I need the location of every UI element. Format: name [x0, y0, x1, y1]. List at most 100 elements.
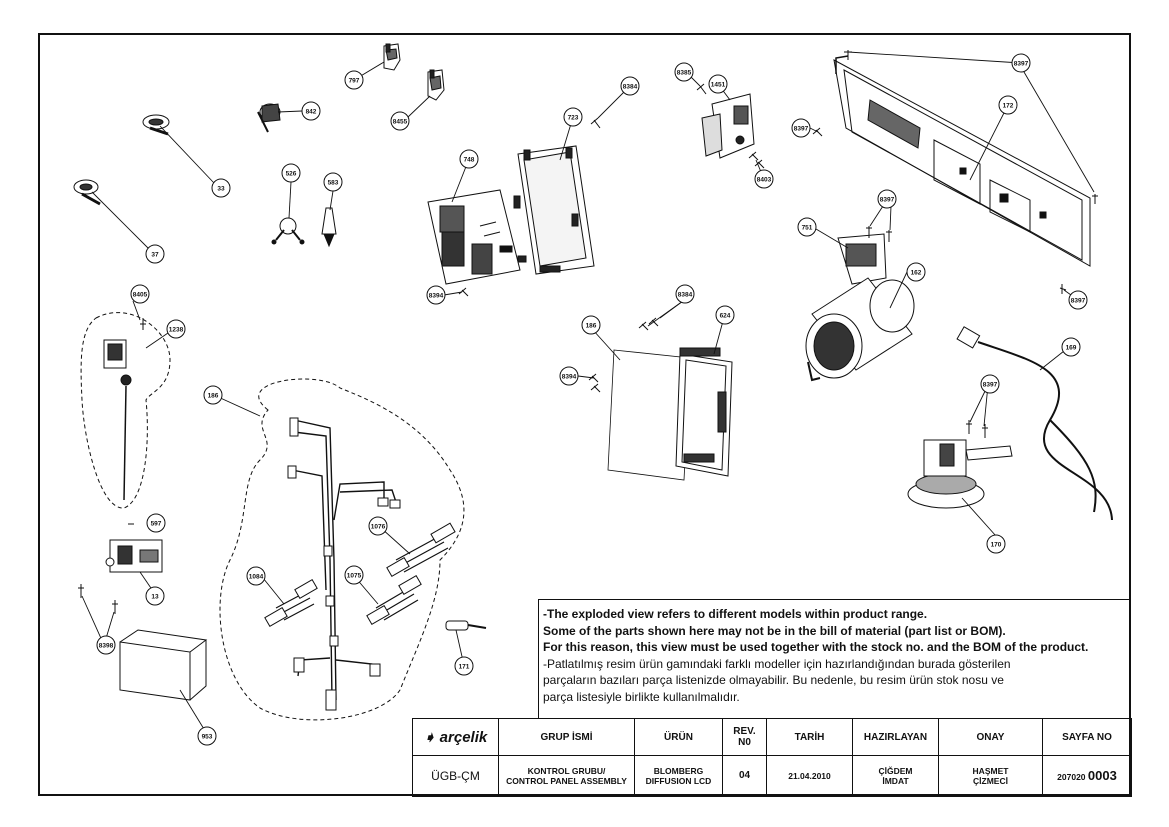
title-block-value-row: ÜGB-ÇM KONTROL GRUBU/CONTROL PANEL ASSEM…: [412, 755, 1132, 797]
part-723-display-board: [513, 145, 595, 275]
drawing-notes: -The exploded view refers to different m…: [538, 599, 1131, 718]
callout-1084: 1084: [246, 566, 266, 586]
title-block-header-row: ➧ arçelik GRUP İSMİ ÜRÜN REV.N0 TARİH HA…: [412, 718, 1132, 756]
callout-8405: 8405: [130, 284, 150, 304]
part-186-insulation-sheet: [607, 349, 691, 481]
callout-1451: 1451: [708, 74, 728, 94]
part-624-board: [675, 347, 733, 477]
callout-label: 953: [202, 734, 213, 741]
callout-8397-right: 8397: [1068, 290, 1088, 310]
callout-label: 8384: [623, 84, 638, 91]
part-842-clamp: [257, 103, 281, 133]
value-line: KONTROL GRUBU/: [527, 766, 606, 776]
value-line: DIFFUSION LCD: [645, 776, 712, 786]
callout-8385: 8385: [674, 62, 694, 82]
callout-label: 1075: [347, 573, 362, 580]
header-product: ÜRÜN: [634, 718, 723, 756]
callout-797: 797: [344, 70, 364, 90]
callout-8398: 8398: [96, 635, 116, 655]
callout-label: 186: [208, 393, 219, 400]
callout-label: 8455: [393, 119, 408, 126]
callout-953: 953: [197, 726, 217, 746]
note-line: -The exploded view refers to different m…: [543, 607, 928, 621]
callout-162: 162: [906, 262, 926, 282]
callout-label: 8385: [677, 70, 692, 77]
header-rev-no: REV.N0: [722, 718, 767, 756]
note-line: -Patlatılmış resim ürün gamındaki farklı…: [543, 656, 1011, 671]
callout-label: 8405: [133, 292, 148, 299]
header-rev-line: N0: [738, 737, 751, 748]
callout-170: 170: [986, 534, 1006, 554]
value-line: HAŞMET: [972, 766, 1009, 776]
switch-boundary: [80, 312, 171, 509]
callout-label: 1076: [371, 524, 386, 531]
callout-label: 1084: [249, 574, 264, 581]
value-page-no: 207020 0003: [1042, 755, 1132, 797]
callout-37: 37: [145, 244, 165, 264]
callout-label: 8397: [880, 197, 895, 204]
callout-583: 583: [323, 172, 343, 192]
part-797-clip: [383, 43, 401, 71]
value-page-number: 0003: [1087, 767, 1117, 783]
callout-597: 597: [146, 513, 166, 533]
part-172-control-panel: [833, 55, 1091, 267]
value-line: ÇİZMECİ: [973, 776, 1008, 786]
value-date: 21.04.2010: [766, 755, 853, 797]
header-group-name: GRUP İSMİ: [498, 718, 635, 756]
note-line: For this reason, this view must be used …: [543, 640, 1089, 654]
callout-label: 170: [991, 542, 1002, 549]
part-1451-bracket: [701, 93, 755, 159]
note-line: parçaların bazıları parça listenizde olm…: [543, 673, 1004, 687]
callout-label: 748: [464, 157, 475, 164]
callout-8403: 8403: [754, 169, 774, 189]
part-169-power-cable: [956, 326, 1113, 521]
callout-8384: 8384: [620, 76, 640, 96]
callout-label: 169: [1066, 345, 1077, 352]
callout-33: 33: [211, 178, 231, 198]
callout-1075: 1075: [344, 565, 364, 585]
part-162-filter: [805, 277, 915, 382]
callout-label: 1451: [711, 82, 726, 89]
callout-label: 13: [151, 594, 159, 601]
callout-label: 583: [328, 180, 339, 187]
part-8455-clip: [427, 69, 445, 101]
callout-624: 624: [715, 305, 735, 325]
callout-label: 751: [802, 225, 813, 232]
callout-label: 797: [349, 78, 360, 85]
callout-1076: 1076: [368, 516, 388, 536]
callout-723: 723: [563, 107, 583, 127]
callout-label: 8397: [794, 126, 809, 133]
callout-8397-left: 8397: [791, 118, 811, 138]
callout-842: 842: [301, 101, 321, 121]
brand-name: arçelik: [439, 728, 488, 746]
note-line: Some of the parts shown here may not be …: [543, 623, 1006, 638]
header-prepared-by: HAZIRLAYAN: [852, 718, 939, 756]
callout-186-harness: 186: [203, 385, 223, 405]
callout-label: 8397: [1071, 298, 1086, 305]
callout-751: 751: [797, 217, 817, 237]
part-953-cover: [119, 629, 208, 701]
callout-8394-lower: 8394: [559, 366, 579, 386]
callout-label: 37: [151, 252, 159, 259]
callout-label: 172: [1003, 103, 1014, 110]
brand-logo: ➧ arçelik: [412, 718, 499, 756]
callout-8397-top: 8397: [1011, 53, 1031, 73]
part-171-fuse: [445, 620, 487, 631]
part-1238-switch: [103, 339, 132, 501]
callout-748: 748: [459, 149, 479, 169]
part-1075-ribbon-cable: [366, 574, 422, 626]
callout-1238: 1238: [166, 319, 186, 339]
harness-boundary: [219, 378, 465, 721]
part-37-clamp: [73, 179, 101, 206]
callout-label: 171: [459, 664, 470, 671]
header-approval: ONAY: [938, 718, 1043, 756]
callout-label: 186: [586, 323, 597, 330]
callout-8394: 8394: [426, 285, 446, 305]
callout-label: 723: [568, 115, 579, 122]
part-748-power-board: [427, 189, 521, 285]
value-line: CONTROL PANEL ASSEMBLY: [506, 776, 627, 786]
callout-label: 8397: [1014, 61, 1029, 68]
